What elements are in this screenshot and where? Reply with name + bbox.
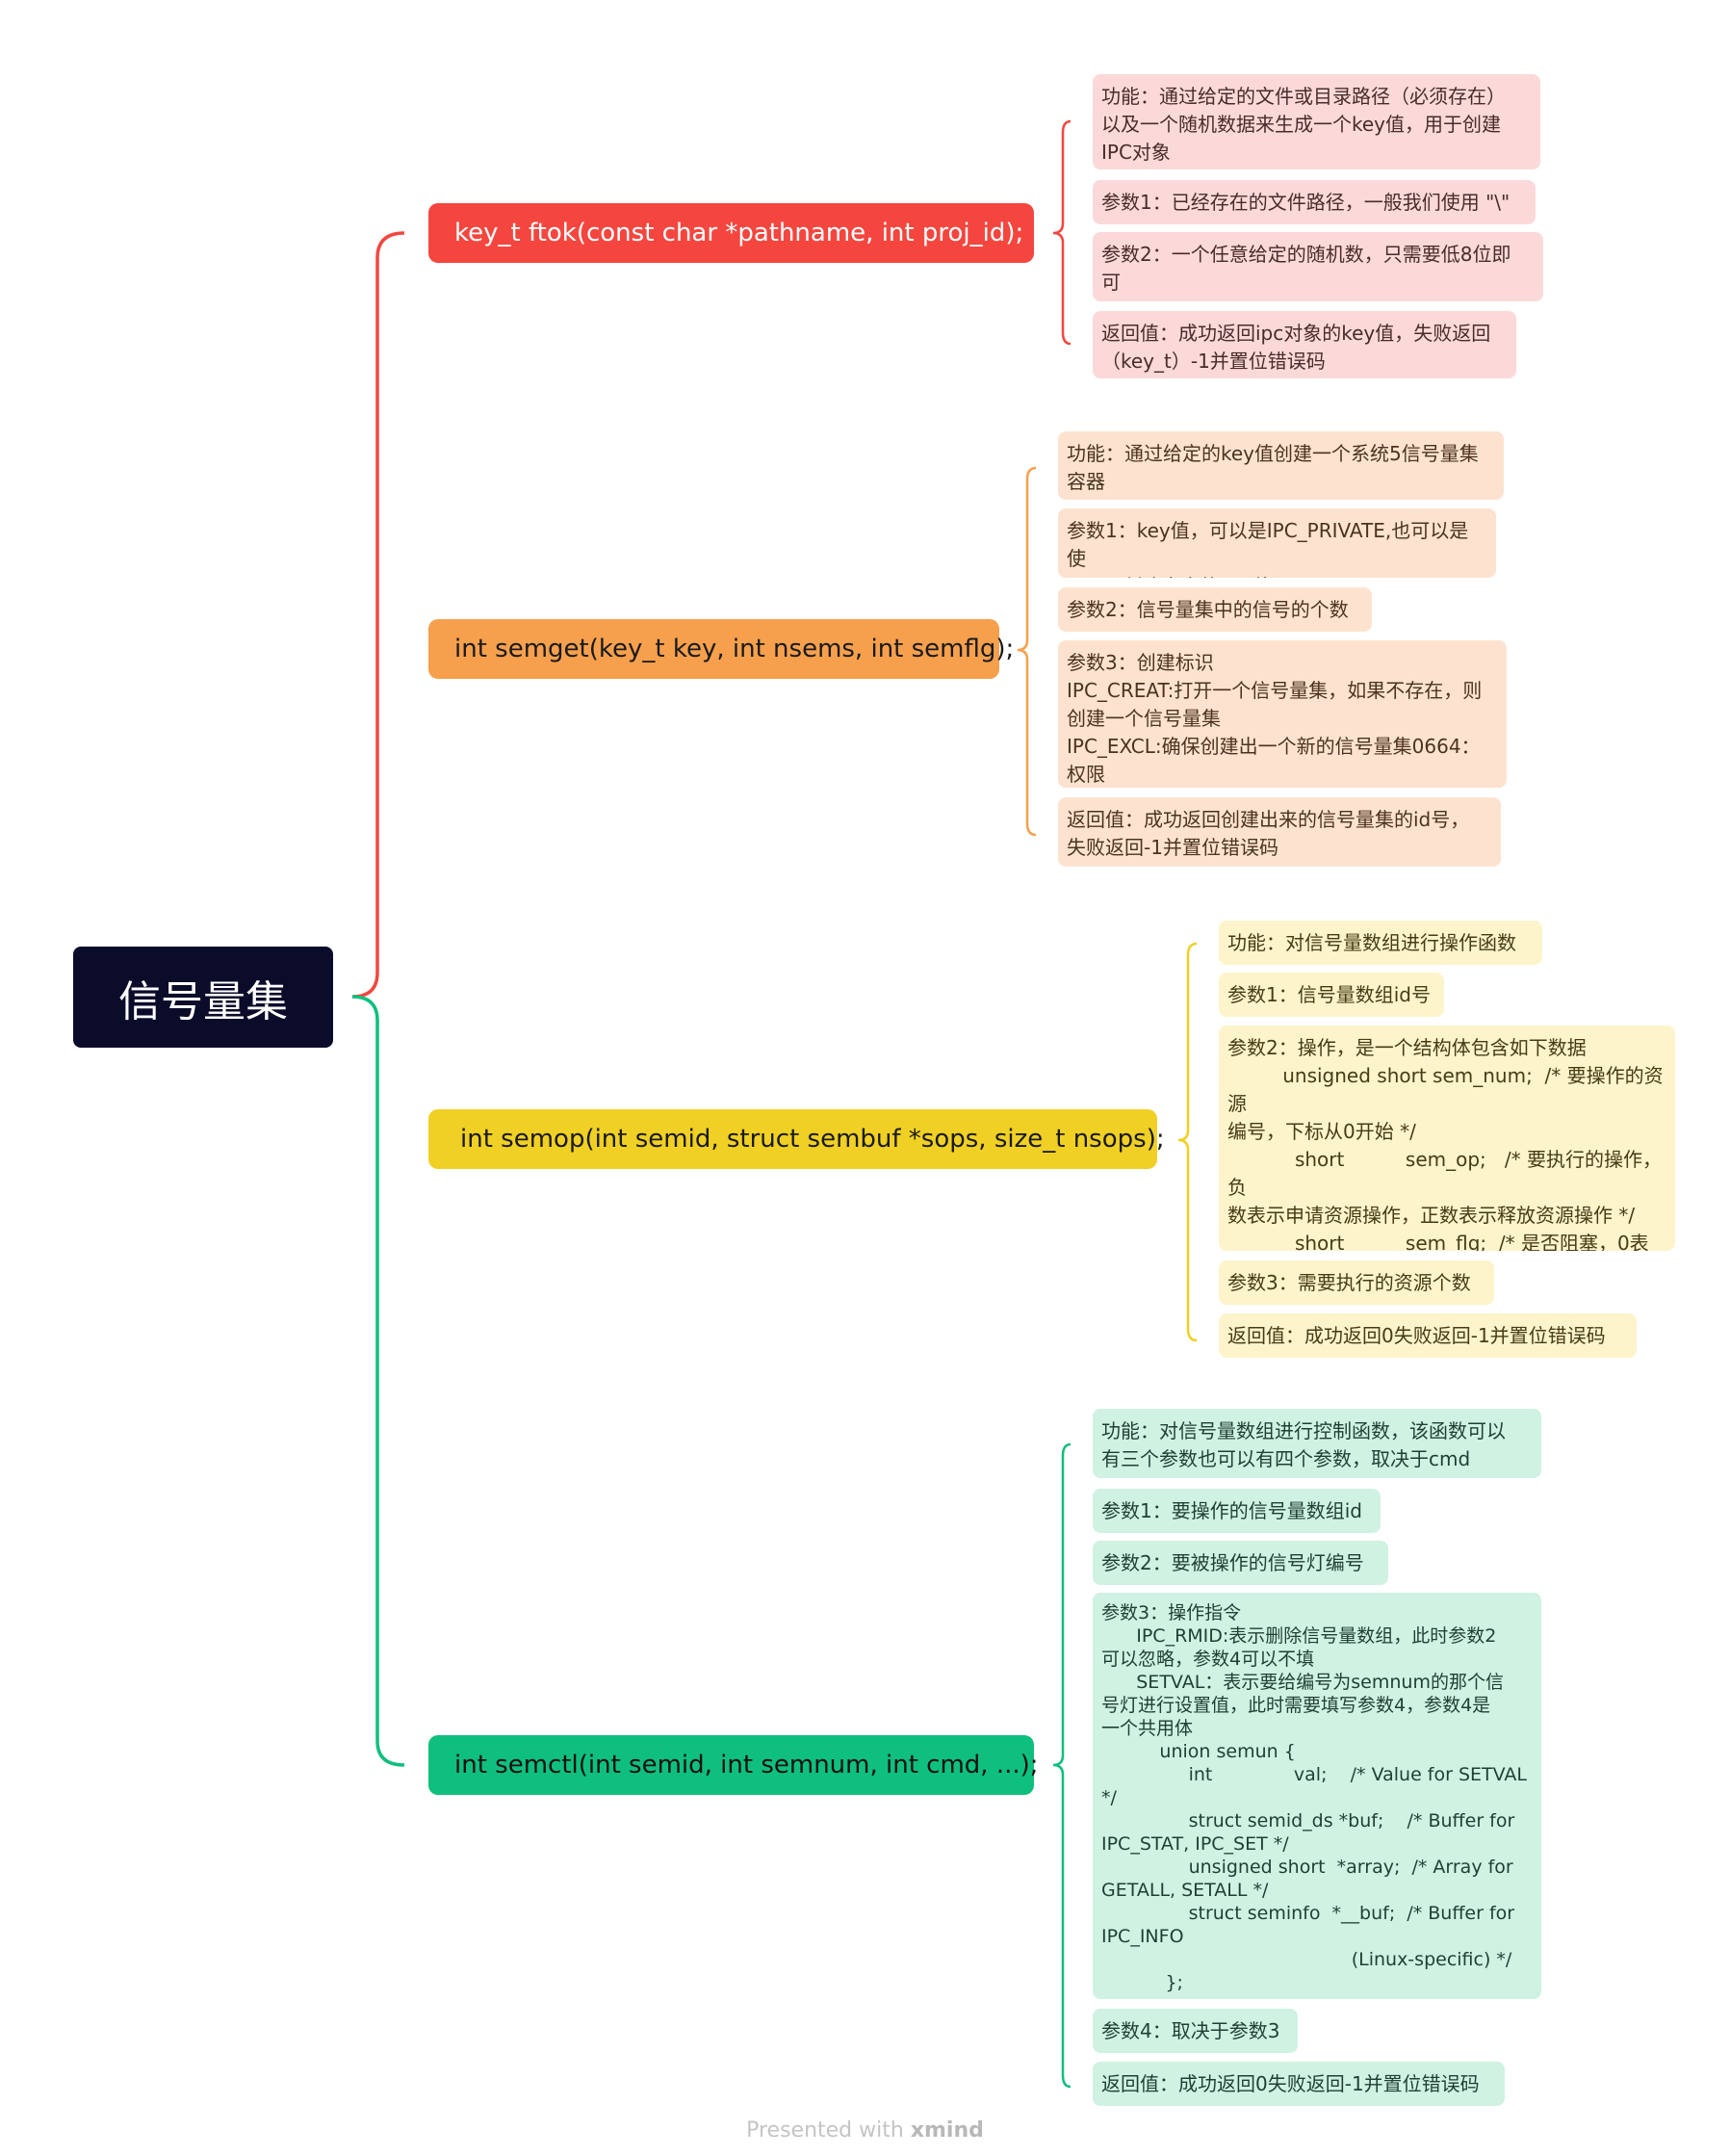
semop-param3-note[interactable]: 参数3：需要执行的资源个数 xyxy=(1219,1260,1494,1305)
bracket-4 xyxy=(1052,1442,1072,2089)
semctl-return-note[interactable]: 返回值：成功返回0失败返回-1并置位错误码 xyxy=(1093,2062,1505,2106)
topic-ftok[interactable]: key_t ftok(const char *pathname, int pro… xyxy=(428,203,1034,263)
ftok-function-note[interactable]: 功能：通过给定的文件或目录路径（必须存在） 以及一个随机数据来生成一个key值，… xyxy=(1093,74,1540,169)
topic-semop[interactable]: int semop(int semid, struct sembuf *sops… xyxy=(428,1109,1165,1169)
semop-param2-note[interactable]: 参数2：操作，是一个结构体包含如下数据 unsigned short sem_n… xyxy=(1219,1026,1675,1251)
xmind-logo: xmind xyxy=(910,2118,984,2143)
semop-return-note[interactable]: 返回值：成功返回0失败返回-1并置位错误码 xyxy=(1219,1313,1637,1358)
semop-param1-note[interactable]: 参数1：信号量数组id号 xyxy=(1219,973,1444,1017)
semctl-param3-note[interactable]: 参数3：操作指令 IPC_RMID:表示删除信号量数组，此时参数2 可以忽略，参… xyxy=(1093,1593,1541,1999)
semget-param1-note[interactable]: 参数1：key值，可以是IPC_PRIVATE,也可以是使 用ftok创建出来的… xyxy=(1058,508,1496,578)
branch-connector-1 xyxy=(351,231,405,999)
semctl-param1-note[interactable]: 参数1：要操作的信号量数组id xyxy=(1093,1489,1381,1533)
footer-prefix: Presented with xyxy=(746,2118,904,2143)
topic-semctl[interactable]: int semctl(int semid, int semnum, int cm… xyxy=(428,1735,1039,1795)
ftok-return-note[interactable]: 返回值：成功返回ipc对象的key值，失败返回 （key_t）-1并置位错误码 xyxy=(1093,311,1516,378)
semctl-param2-note[interactable]: 参数2：要被操作的信号灯编号 xyxy=(1093,1541,1388,1585)
ftok-param2-note[interactable]: 参数2：一个任意给定的随机数，只需要低8位即 可 xyxy=(1093,232,1543,301)
semget-param3-note[interactable]: 参数3：创建标识 IPC_CREAT:打开一个信号量集，如果不存在，则 创建一个… xyxy=(1058,640,1507,788)
bracket-2 xyxy=(1017,466,1037,837)
topic-semget[interactable]: int semget(key_t key, int nsems, int sem… xyxy=(428,619,1014,679)
semget-function-note[interactable]: 功能：通过给定的key值创建一个系统5信号量集 容器 xyxy=(1058,431,1504,500)
bracket-1 xyxy=(1052,119,1072,346)
ftok-param1-note[interactable]: 参数1：已经存在的文件路径，一般我们使用 "\" xyxy=(1093,180,1536,224)
root-topic[interactable]: 信号量集 xyxy=(73,947,333,1048)
footer-credit: Presented with xmind xyxy=(0,2118,1730,2143)
semget-return-note[interactable]: 返回值：成功返回创建出来的信号量集的id号， 失败返回-1并置位错误码 xyxy=(1058,797,1501,867)
semop-function-note[interactable]: 功能：对信号量数组进行操作函数 xyxy=(1219,921,1542,965)
semctl-param4-note[interactable]: 参数4：取决于参数3 xyxy=(1093,2009,1298,2053)
bracket-3 xyxy=(1177,942,1198,1342)
semctl-function-note[interactable]: 功能：对信号量数组进行控制函数，该函数可以 有三个参数也可以有四个参数，取决于c… xyxy=(1093,1409,1541,1478)
branch-connector-2 xyxy=(351,995,405,1767)
semget-param2-note[interactable]: 参数2：信号量集中的信号的个数 xyxy=(1058,587,1372,632)
